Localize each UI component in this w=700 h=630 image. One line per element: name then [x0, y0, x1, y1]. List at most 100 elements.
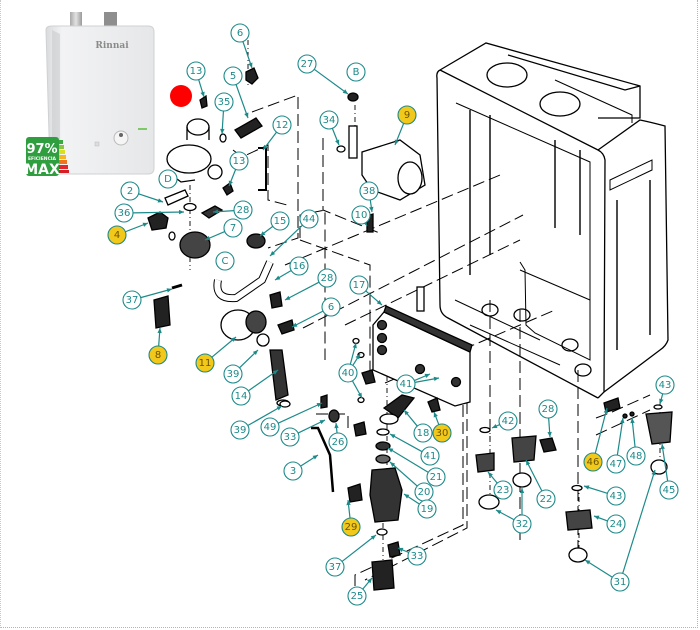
callout-5[interactable]: 5	[223, 66, 243, 86]
callout-13[interactable]: 13	[229, 151, 249, 171]
callout-41[interactable]: 41	[396, 374, 416, 394]
clip-30	[427, 397, 441, 413]
callout-circle	[283, 461, 303, 481]
callout-23[interactable]: 23	[493, 480, 513, 500]
callout-4[interactable]: 4	[107, 225, 127, 245]
callout-circle	[432, 423, 452, 443]
cabinet-left-edge	[436, 69, 599, 399]
callout-20[interactable]: 20	[414, 482, 434, 502]
o-ring-42	[479, 426, 491, 434]
callout-45[interactable]: 45	[659, 480, 679, 500]
callout-37[interactable]: 37	[325, 557, 345, 577]
callout-D[interactable]: D	[158, 169, 178, 189]
callout-30[interactable]: 30	[432, 423, 452, 443]
callout-C[interactable]: C	[215, 251, 235, 271]
callout-circle	[349, 275, 369, 295]
o-ring-37b	[376, 528, 388, 536]
callout-18[interactable]: 18	[413, 423, 433, 443]
callout-47[interactable]: 47	[606, 454, 626, 474]
callout-42[interactable]: 42	[498, 411, 518, 431]
arrowhead-41	[424, 373, 430, 378]
callout-7[interactable]: 7	[223, 218, 243, 238]
callout-28[interactable]: 28	[538, 399, 558, 419]
callout-32[interactable]: 32	[512, 514, 532, 534]
cap-32a	[478, 494, 500, 510]
callout-6[interactable]: 6	[321, 297, 341, 317]
callout-9[interactable]: 9	[397, 105, 417, 125]
callout-13[interactable]: 13	[186, 61, 206, 81]
callout-39[interactable]: 39	[223, 364, 243, 384]
callout-28[interactable]: 28	[317, 268, 337, 288]
callout-circle	[272, 115, 292, 135]
callout-circle	[319, 110, 339, 130]
callout-26[interactable]: 26	[328, 432, 348, 452]
callout-label: 35	[218, 97, 231, 108]
arrowhead-32	[496, 510, 502, 515]
clip-13	[199, 94, 208, 109]
clip-29	[347, 483, 363, 503]
callout-10[interactable]: 10	[351, 205, 371, 225]
cap-27	[347, 92, 359, 102]
callout-11[interactable]: 11	[195, 353, 215, 373]
heater-side	[52, 30, 60, 170]
callout-21[interactable]: 21	[426, 467, 446, 487]
callout-43[interactable]: 43	[606, 486, 626, 506]
callout-36[interactable]: 36	[114, 203, 134, 223]
callout-41[interactable]: 41	[420, 446, 440, 466]
callout-label: 6	[328, 302, 334, 313]
callout-28[interactable]: 28	[233, 200, 253, 220]
callout-25[interactable]: 25	[347, 586, 367, 606]
callout-46[interactable]: 46	[583, 452, 603, 472]
callout-43[interactable]: 43	[655, 375, 675, 395]
hx-port-3	[376, 344, 388, 356]
arrowhead-34	[335, 139, 340, 145]
callout-17[interactable]: 17	[349, 275, 369, 295]
callout-15[interactable]: 15	[270, 211, 290, 231]
callout-29[interactable]: 29	[341, 517, 361, 537]
callout-12[interactable]: 12	[272, 115, 292, 135]
callout-35[interactable]: 35	[214, 92, 234, 112]
callout-39[interactable]: 39	[230, 420, 250, 440]
callout-24[interactable]: 24	[606, 514, 626, 534]
arrowhead-14	[272, 370, 278, 375]
callout-8[interactable]: 8	[148, 345, 168, 365]
arrowhead-26	[334, 423, 339, 429]
callout-19[interactable]: 19	[417, 499, 437, 519]
callout-label: 30	[436, 428, 449, 439]
callout-16[interactable]: 16	[289, 256, 309, 276]
leader-lines	[125, 41, 669, 590]
part-48	[629, 411, 635, 417]
callout-37[interactable]: 37	[122, 290, 142, 310]
callout-40[interactable]: 40	[338, 363, 358, 383]
callout-31[interactable]: 31	[610, 572, 630, 592]
callout-22[interactable]: 22	[536, 489, 556, 509]
callout-label: 37	[126, 295, 139, 306]
callout-33[interactable]: 33	[280, 427, 300, 447]
callout-14[interactable]: 14	[231, 386, 251, 406]
callout-34[interactable]: 34	[319, 110, 339, 130]
arrowhead-24	[594, 515, 600, 520]
arrowhead-41	[433, 376, 439, 382]
hx-bracket	[416, 286, 425, 312]
callout-3[interactable]: 3	[283, 461, 303, 481]
callout-38[interactable]: 38	[359, 181, 379, 201]
sensor-4	[147, 211, 169, 231]
callout-49[interactable]: 49	[260, 417, 280, 437]
callout-label: 33	[411, 551, 424, 562]
callout-label: 41	[400, 379, 413, 390]
callout-6[interactable]: 6	[230, 23, 250, 43]
callout-33[interactable]: 33	[407, 546, 427, 566]
gas-valve-cap	[186, 118, 210, 136]
flue-pipe-left	[70, 12, 82, 27]
callout-44[interactable]: 44	[299, 209, 319, 229]
callout-circle	[230, 420, 250, 440]
energy-bar-d	[59, 155, 66, 159]
filter-8	[153, 295, 171, 329]
callout-48[interactable]: 48	[626, 446, 646, 466]
sensor-23	[475, 452, 495, 473]
callout-circle	[223, 66, 243, 86]
cabinet-right-side	[597, 119, 669, 393]
callout-27[interactable]: 27	[297, 54, 317, 74]
callout-2[interactable]: 2	[120, 181, 140, 201]
callout-B[interactable]: B	[346, 62, 366, 82]
